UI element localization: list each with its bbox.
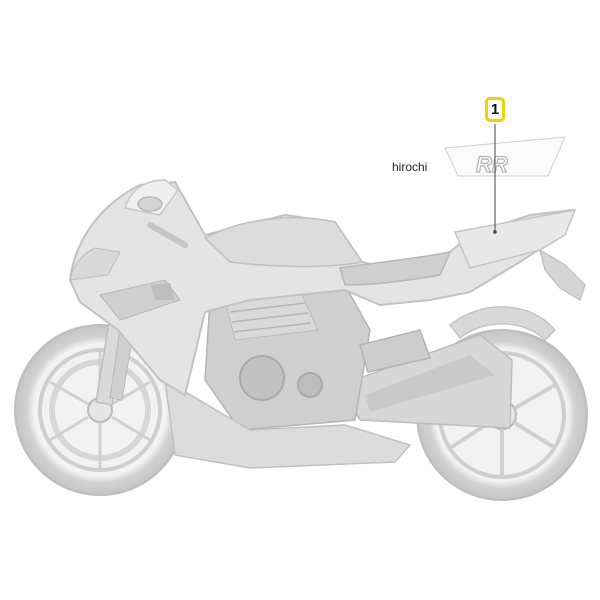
rear-hugger xyxy=(449,306,556,341)
callout-number: 1 xyxy=(490,101,500,118)
decal-part: RR xyxy=(444,136,566,178)
side-panel xyxy=(99,279,181,321)
handlebar-mirror xyxy=(137,196,188,248)
leader-line-dot xyxy=(493,230,497,234)
swingarm xyxy=(338,334,513,429)
decal-logo-text: RR xyxy=(476,152,508,177)
fuel-tank xyxy=(203,216,364,268)
exhaust xyxy=(359,329,431,373)
engine xyxy=(204,284,371,431)
belly-pan xyxy=(164,378,412,469)
seat xyxy=(339,250,452,286)
watermark-text: hirochi xyxy=(392,160,428,174)
front-wheel xyxy=(14,324,186,496)
callout-badge[interactable]: 1 xyxy=(485,97,505,122)
tail-section xyxy=(453,209,586,301)
